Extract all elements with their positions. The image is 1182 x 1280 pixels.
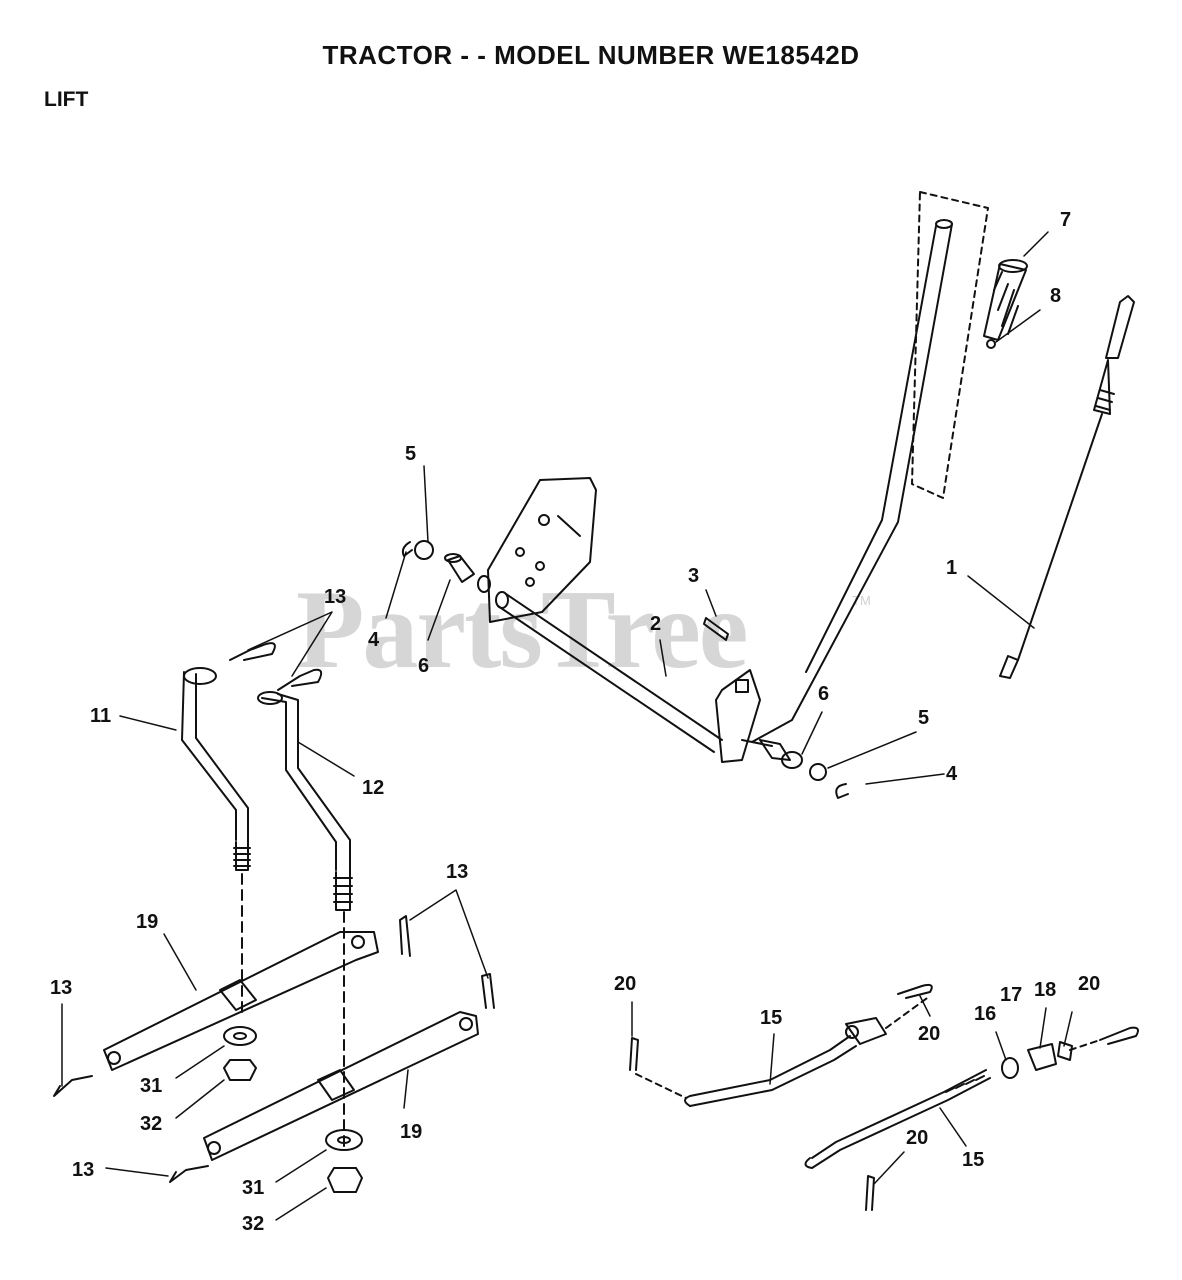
- section-label: LIFT: [44, 88, 89, 111]
- callout-16: 16: [974, 1003, 997, 1025]
- callout-20: 20: [918, 1023, 941, 1045]
- callout-13: 13: [446, 861, 469, 883]
- callout-32: 32: [242, 1213, 265, 1235]
- callout-19: 19: [400, 1121, 423, 1143]
- callout-15: 15: [760, 1007, 783, 1029]
- lift-cable: [999, 295, 1135, 679]
- trademark-mark: TM: [852, 593, 871, 608]
- lift-arm-19-upper: [103, 931, 379, 1071]
- callout-31: 31: [140, 1075, 163, 1097]
- spacer-and-nut-lower: [325, 1129, 363, 1193]
- callout-11: 11: [90, 705, 112, 727]
- spacer-and-nut-upper: [223, 1026, 257, 1081]
- deck-rod-upper: [684, 1017, 887, 1107]
- dashed-connectors: [635, 995, 1101, 1099]
- lift-link-11: [181, 667, 251, 871]
- callout-12: 12: [362, 777, 385, 799]
- callout-3: 3: [688, 565, 700, 587]
- callout-32: 32: [140, 1113, 163, 1135]
- callout-4: 4: [368, 629, 380, 651]
- callout-31: 31: [242, 1177, 265, 1199]
- callout-6: 6: [818, 683, 830, 705]
- lift-shaft: [495, 591, 773, 763]
- callout-4: 4: [946, 763, 958, 785]
- callout-19: 19: [136, 911, 159, 933]
- callout-18: 18: [1034, 979, 1057, 1001]
- callout-13: 13: [50, 977, 73, 999]
- callout-6: 6: [418, 655, 430, 677]
- leader-lines: [61, 231, 1073, 1221]
- callout-20: 20: [614, 973, 637, 995]
- page-title: TRACTOR - - MODEL NUMBER WE18542D: [322, 40, 860, 70]
- callout-2: 2: [650, 613, 662, 635]
- callout-1: 1: [946, 557, 958, 579]
- callout-5: 5: [918, 707, 930, 729]
- left-hardware: [401, 540, 491, 593]
- mounting-bracket: [487, 477, 597, 623]
- callout-5: 5: [405, 443, 417, 465]
- roll-pin: [703, 617, 729, 641]
- hair-pin-clips-lower: [53, 915, 495, 1183]
- callout-13: 13: [72, 1159, 95, 1181]
- cotter-pins: [629, 983, 1139, 1211]
- callout-7: 7: [1060, 209, 1072, 231]
- lift-link-12: [257, 691, 353, 911]
- callout-20: 20: [906, 1127, 929, 1149]
- right-hardware: [759, 739, 849, 799]
- lift-arm-19-lower: [203, 1011, 479, 1161]
- callout-15: 15: [962, 1149, 985, 1171]
- grip-phantom-outline: [911, 191, 989, 499]
- lift-handle: [751, 219, 953, 743]
- watermark-logo: PartsTree: [296, 568, 749, 692]
- alignment-lines: [241, 873, 345, 1149]
- callout-8: 8: [1050, 285, 1062, 307]
- hair-pin-clips-upper: [229, 642, 323, 691]
- deck-rod-lower: [804, 1041, 1073, 1169]
- callout-13: 13: [324, 586, 347, 608]
- callout-17: 17: [1000, 984, 1023, 1006]
- callout-20: 20: [1078, 973, 1101, 995]
